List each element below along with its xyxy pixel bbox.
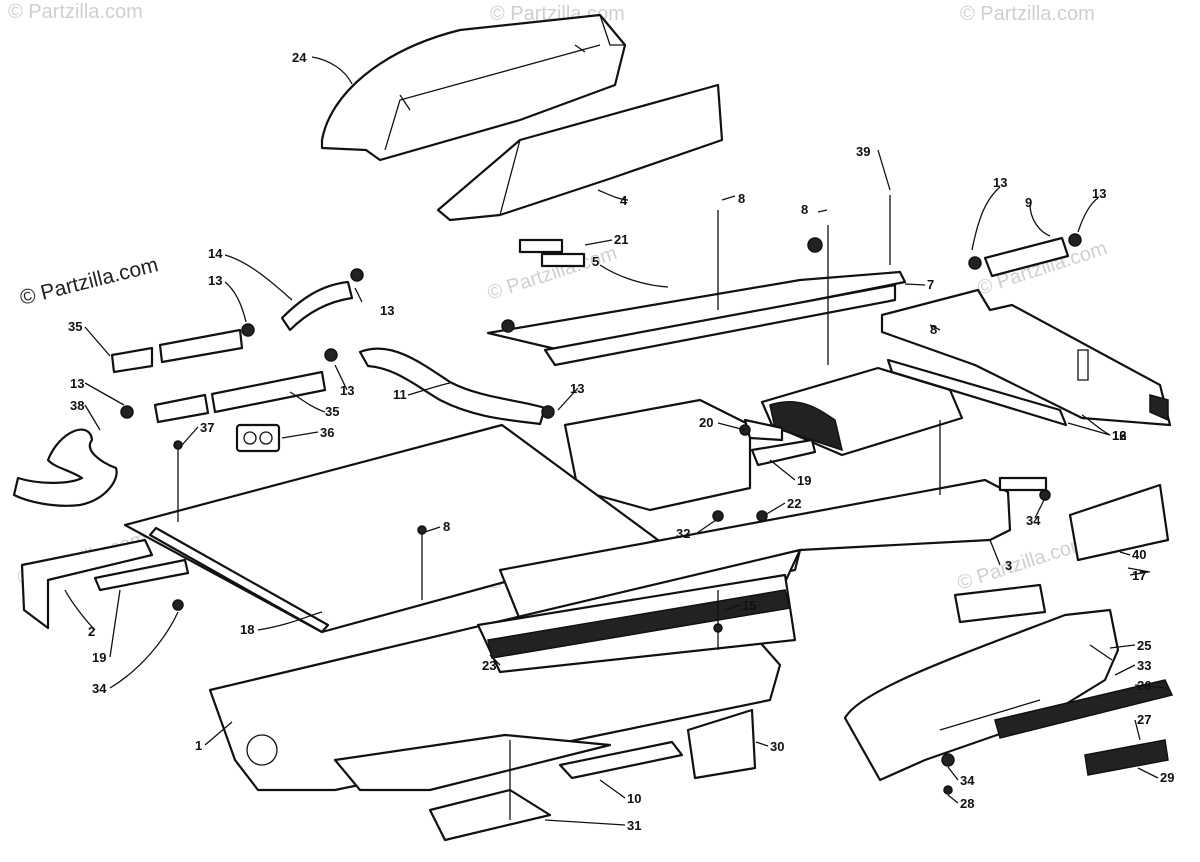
callout-34: 34 [92,681,107,696]
lower-brackets [428,590,757,842]
callout-38: 38 [70,398,84,413]
callout-36: 36 [320,425,334,440]
callout-23: 23 [482,658,496,673]
callout-15: 15 [742,598,756,613]
callout-25: 25 [1137,638,1151,653]
callout-19: 19 [92,650,106,665]
callout-20: 20 [699,415,713,430]
callout-5: 5 [592,254,599,269]
callout-31: 31 [627,818,641,833]
callout-18: 18 [240,622,254,637]
callout-10: 10 [627,791,641,806]
callout-13: 13 [1092,186,1106,201]
callout-24: 24 [292,50,307,65]
callout-34: 34 [960,773,975,788]
part-2-rail [20,538,190,630]
leader-lines [64,56,1169,826]
callout-7: 7 [927,277,934,292]
callout-numbers: 24 4 39 8 8 13 9 13 21 5 7 14 13 13 35 1… [68,50,1174,833]
callout-22: 22 [787,496,801,511]
callout-19: 19 [797,473,811,488]
part-4-side-panel [436,83,724,222]
watermark: © Partzilla.com [8,1,143,23]
callout-14: 14 [208,246,223,261]
watermark: © Partzilla.com [960,3,1095,25]
callout-13: 13 [570,381,584,396]
callout-13: 13 [993,175,1007,190]
callout-37: 37 [200,420,214,435]
callout-28: 28 [960,796,974,811]
part-6-heat-exchanger [563,366,964,522]
part-12-bracket [880,288,1172,427]
callout-13: 13 [380,303,394,318]
callout-2: 2 [88,624,95,639]
callout-29: 29 [1160,770,1174,785]
callout-8: 8 [738,191,745,206]
callout-1: 1 [195,738,202,753]
callout-21: 21 [614,232,628,247]
callout-26: 26 [1137,678,1151,693]
part-5-tray [486,195,907,367]
callout-35: 35 [68,319,82,334]
callout-16: 16 [1112,428,1126,443]
part-24-cowl [320,13,627,162]
callout-39: 39 [856,144,870,159]
callout-33: 33 [1137,658,1151,673]
callout-30: 30 [770,739,784,754]
callout-13: 13 [208,273,222,288]
callout-34: 34 [1026,513,1041,528]
callout-40: 40 [1132,547,1146,562]
part-1-chassis [208,548,802,792]
hoses [12,233,1082,507]
tail-parts [843,483,1174,795]
callout-3: 3 [1005,558,1012,573]
callout-32: 32 [676,526,690,541]
callout-35: 35 [325,404,339,419]
callout-12: 12 [1112,428,1126,443]
callout-13: 13 [70,376,84,391]
callout-8: 8 [443,519,450,534]
callout-9: 9 [1025,195,1032,210]
callout-17: 17 [1132,568,1146,583]
callout-8: 8 [930,322,937,337]
callout-27: 27 [1137,712,1151,727]
callout-8: 8 [801,202,808,217]
callout-13: 13 [340,383,354,398]
callout-4: 4 [620,193,628,208]
partzilla-credit: © Partzilla.com [18,253,161,310]
callout-11: 11 [393,387,407,402]
